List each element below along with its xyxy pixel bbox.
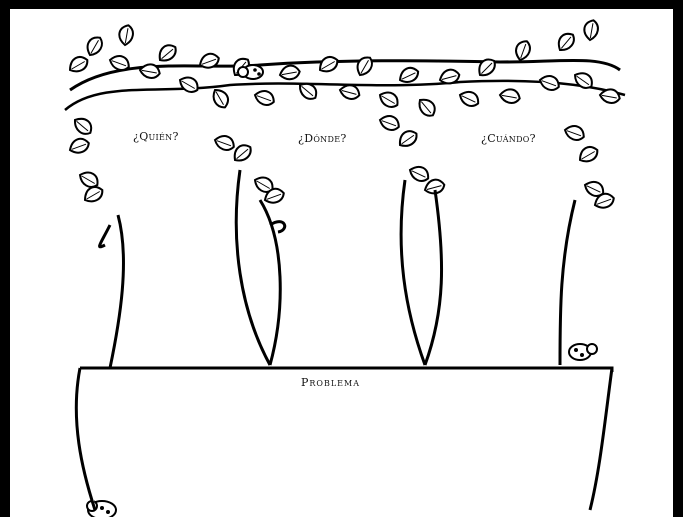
where-label: ¿Dónde? (298, 132, 347, 145)
flower-pot-icon (76, 368, 612, 510)
when-label: ¿Cuándo? (481, 132, 536, 145)
leaf-cluster (66, 19, 621, 211)
ladybug-icon (569, 344, 597, 360)
ladybug-icon (238, 65, 263, 79)
who-label: ¿Quién? (133, 130, 179, 143)
problem-label: Problema (301, 376, 360, 389)
vine-stems (100, 170, 575, 368)
